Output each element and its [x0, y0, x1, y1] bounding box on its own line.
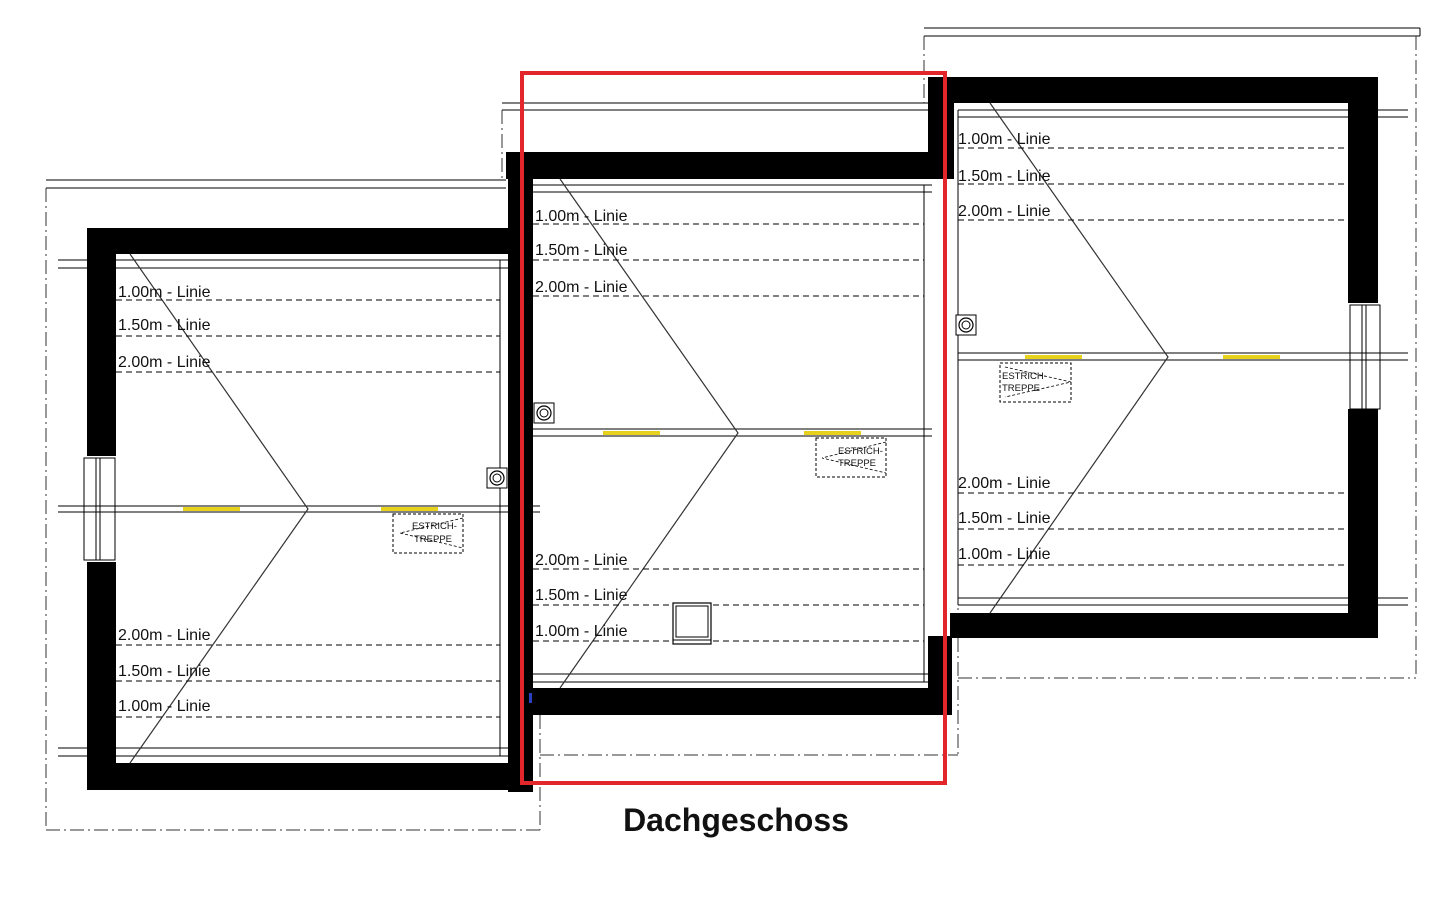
height-line-label: 1.50m - Linie: [535, 587, 628, 604]
height-line-label: 2.00m - Linie: [958, 203, 1051, 220]
middle-wall-right-lower: [928, 636, 952, 715]
height-line-label: 1.00m - Linie: [958, 546, 1051, 563]
attic-stair: ESTRICH- TREPPE: [999, 362, 1072, 403]
left-wall-top: [87, 228, 520, 254]
left-unit: 1.00m - Linie 1.50m - Linie 2.00m - Lini…: [45, 179, 541, 831]
svg-text:ESTRICH-: ESTRICH-: [838, 446, 883, 457]
height-line-label: 2.00m - Linie: [118, 627, 211, 644]
chimney-icon: [486, 467, 508, 489]
height-line-label: 1.00m - Linie: [535, 208, 628, 225]
height-line-label: 1.50m - Linie: [118, 663, 211, 680]
right-wall-right-lower: [1348, 409, 1378, 638]
roof-hatch: [672, 602, 712, 645]
svg-text:TREPPE: TREPPE: [838, 458, 876, 469]
height-line-label: 2.00m - Linie: [535, 552, 628, 569]
height-line-label: 1.50m - Linie: [958, 168, 1051, 185]
height-line-label: 1.50m - Linie: [118, 317, 211, 334]
height-line-label: 1.50m - Linie: [535, 242, 628, 259]
attic-stair: ESTRICH- TREPPE: [392, 513, 464, 554]
right-wall-right-upper: [1348, 77, 1378, 303]
height-line-label: 1.50m - Linie: [958, 510, 1051, 527]
right-gable-window: [1349, 304, 1381, 410]
height-line-label: 2.00m - Linie: [958, 475, 1051, 492]
marker: [529, 693, 532, 703]
middle-unit: 1.00m - Linie 1.50m - Linie 2.00m - Lini…: [501, 102, 959, 792]
middle-wall-top: [506, 152, 952, 179]
middle-wall-bottom: [527, 688, 952, 715]
chimney-icon: [955, 314, 977, 336]
svg-text:ESTRICH-: ESTRICH-: [412, 521, 457, 532]
height-line-label: 1.00m - Linie: [118, 284, 211, 301]
right-unit: 1.00m - Linie 1.50m - Linie 2.00m - Lini…: [923, 27, 1421, 679]
svg-text:TREPPE: TREPPE: [414, 534, 452, 545]
height-line-label: 2.00m - Linie: [535, 279, 628, 296]
left-wall-left-upper: [87, 228, 116, 456]
height-line-label: 1.00m - Linie: [118, 698, 211, 715]
height-line-label: 2.00m - Linie: [118, 354, 211, 371]
right-wall-left: [928, 77, 954, 179]
svg-text:TREPPE: TREPPE: [1002, 383, 1040, 394]
highlight-frame: [520, 71, 947, 785]
right-wall-bottom: [950, 613, 1378, 638]
chimney-icon: [533, 402, 555, 424]
left-wall-left-lower: [87, 562, 116, 790]
height-line-label: 1.00m - Linie: [958, 131, 1051, 148]
height-line-label: 1.00m - Linie: [535, 623, 628, 640]
right-wall-top: [928, 77, 1378, 103]
svg-text:ESTRICH-: ESTRICH-: [1002, 371, 1047, 382]
left-wall-bottom: [87, 763, 527, 790]
attic-stair: ESTRICH- TREPPE: [815, 437, 887, 478]
plan-title: Dachgeschoss: [623, 802, 849, 838]
